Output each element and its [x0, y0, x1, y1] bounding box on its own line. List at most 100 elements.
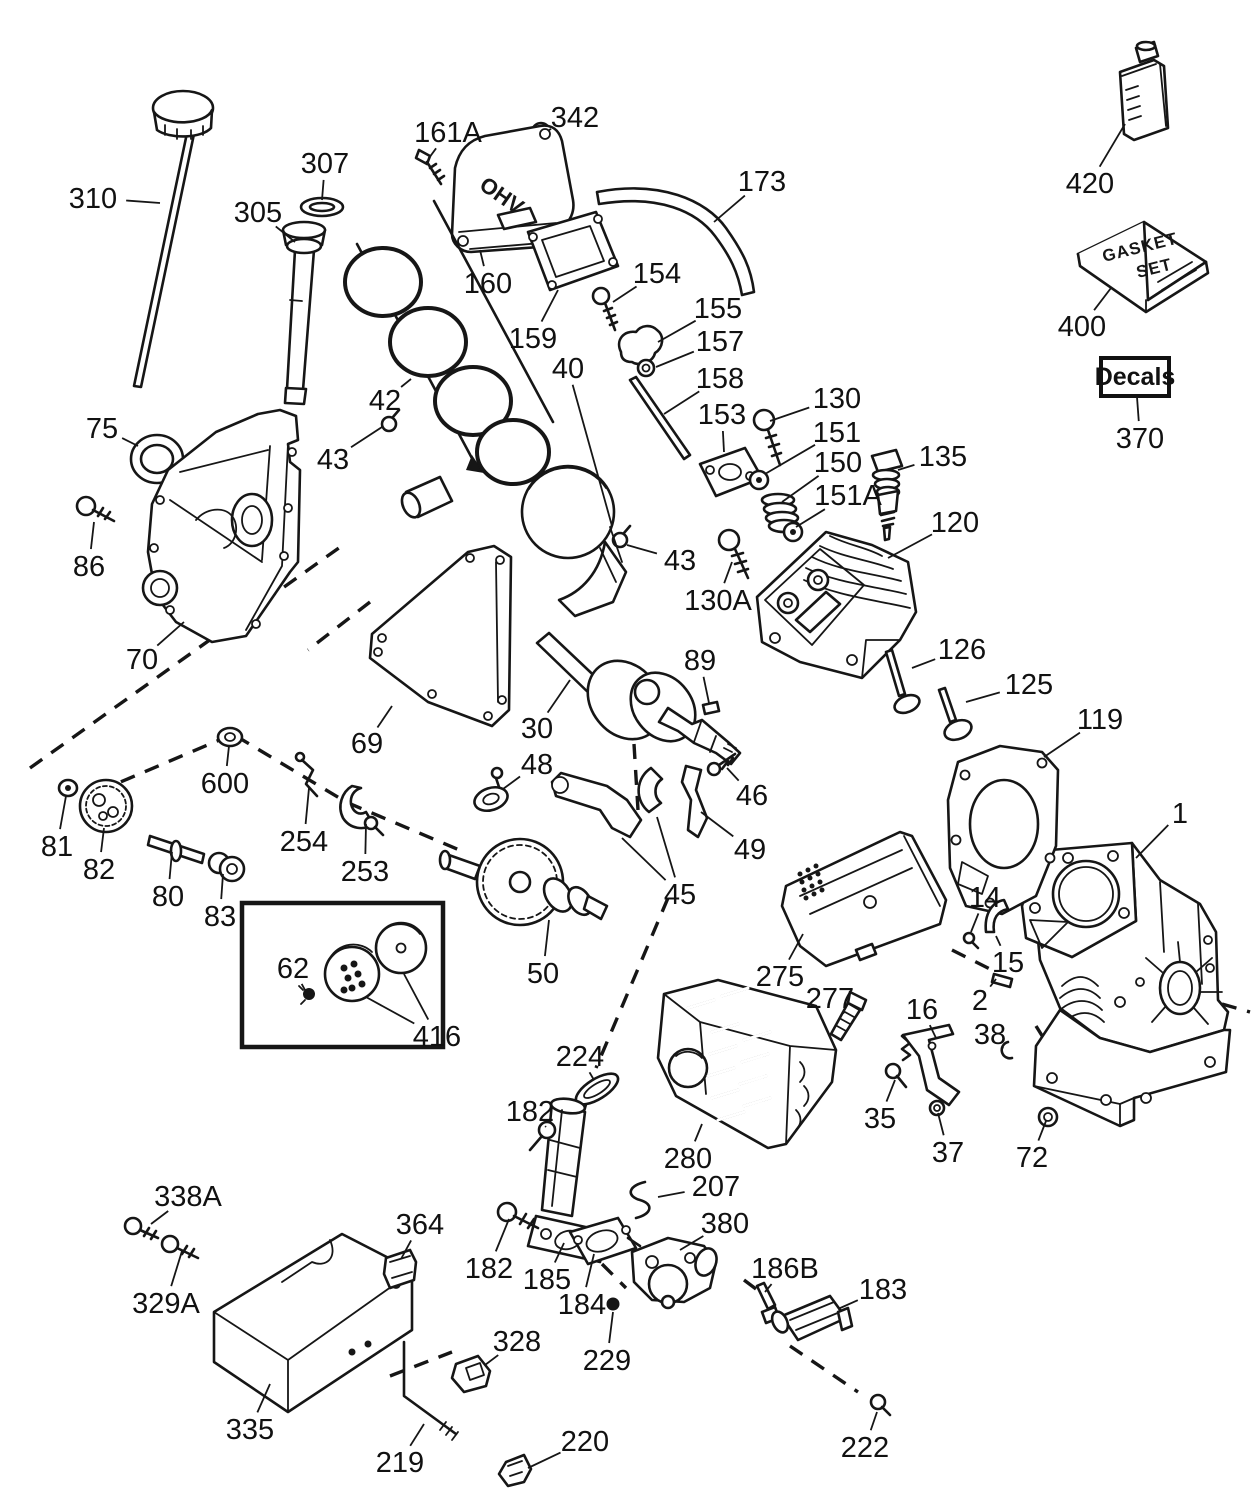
crankshaft-key-89 — [701, 700, 721, 716]
part-label-62: 62 — [277, 953, 309, 985]
part-label-35: 35 — [864, 1103, 896, 1135]
part-label-40: 40 — [552, 353, 584, 385]
leader-line-125 — [965, 691, 1001, 703]
leader-line-338A — [150, 1210, 169, 1225]
leader-line-186B — [764, 1283, 773, 1293]
wrist-pin-drawing — [380, 408, 632, 549]
part-label-126: 126 — [938, 634, 986, 666]
leader-line-280 — [694, 1123, 703, 1142]
head-bolt-130A-drawing — [717, 528, 750, 580]
leader-line-16 — [928, 1024, 937, 1039]
leader-line-224 — [588, 1071, 595, 1081]
part-label-207: 207 — [692, 1171, 740, 1203]
part-label-342: 342 — [551, 102, 599, 134]
part-label-275: 275 — [756, 961, 804, 993]
leader-line-159 — [540, 289, 559, 322]
part-label-130A: 130A — [684, 585, 752, 617]
leader-line-135 — [897, 464, 915, 471]
part-label-72: 72 — [1016, 1142, 1048, 1174]
part-label-328: 328 — [493, 1326, 541, 1358]
heat-shield-box-drawing — [123, 1216, 418, 1414]
leader-line-42 — [400, 378, 412, 388]
screw-277-drawing — [829, 990, 868, 1042]
leader-line-35 — [885, 1079, 896, 1102]
leader-line-119 — [1043, 731, 1081, 758]
part-label-280: 280 — [664, 1143, 712, 1175]
part-label-182: 182 — [506, 1096, 554, 1128]
part-label-15: 15 — [992, 947, 1024, 979]
part-label-183: 183 — [859, 1274, 907, 1306]
leader-line-161A — [428, 147, 437, 159]
part-label-184: 184 — [558, 1289, 606, 1321]
part-label-173: 173 — [738, 166, 786, 198]
leader-line-45 — [656, 816, 676, 878]
crankshaft-drawing — [535, 631, 742, 766]
decals-item: Decals — [1095, 356, 1175, 398]
part-label-600: 600 — [201, 768, 249, 800]
part-label-119: 119 — [1077, 704, 1123, 736]
cylinder-hardware-drawing — [962, 898, 1014, 1060]
leader-line-173 — [713, 194, 746, 223]
leader-line-220 — [527, 1451, 561, 1469]
leader-line-50 — [544, 919, 550, 957]
screw-86-drawing — [75, 495, 116, 523]
valves-drawing — [884, 648, 973, 742]
leader-line-75 — [121, 437, 139, 447]
governor-spool-drawing — [473, 766, 509, 813]
piston-rings-drawing — [343, 199, 555, 486]
part-label-70: 70 — [126, 644, 158, 676]
leader-line-86 — [90, 521, 95, 550]
leader-line-184 — [585, 1253, 595, 1288]
part-label-307: 307 — [301, 148, 349, 180]
blower-housing-drawing — [656, 978, 838, 1150]
leader-line-151 — [764, 444, 816, 475]
part-label-89: 89 — [684, 645, 716, 677]
leader-line-229 — [608, 1311, 614, 1344]
part-label-158: 158 — [696, 363, 744, 395]
part-label-151A: 151A — [814, 480, 882, 512]
part-label-380: 380 — [701, 1208, 749, 1240]
crankcase-gasket-drawing — [368, 544, 513, 728]
part-label-364: 364 — [396, 1209, 444, 1241]
part-label-157: 157 — [696, 326, 744, 358]
part-label-75: 75 — [86, 413, 118, 445]
leader-line-420 — [1098, 123, 1126, 168]
part-label-83: 83 — [204, 901, 236, 933]
part-label-222: 222 — [841, 1432, 889, 1464]
part-label-335: 335 — [226, 1414, 274, 1446]
leader-line-328 — [484, 1354, 499, 1366]
leader-line-254 — [304, 787, 310, 825]
leader-line-416 — [403, 973, 430, 1021]
part-label-338A: 338A — [154, 1181, 222, 1213]
part-label-80: 80 — [152, 881, 184, 913]
leader-line-158 — [663, 390, 700, 415]
leader-line-43 — [350, 426, 383, 448]
leader-line-130A — [723, 561, 733, 584]
part-label-219: 219 — [376, 1447, 424, 1479]
leader-line-2 — [989, 978, 997, 988]
breather-gasket-drawing — [526, 210, 620, 292]
part-label-50: 50 — [527, 958, 559, 990]
governor-lever-drawing — [884, 1023, 1059, 1128]
leader-line-307 — [321, 179, 325, 201]
part-label-82: 82 — [83, 854, 115, 886]
part-label-125: 125 — [1005, 669, 1053, 701]
part-label-81: 81 — [41, 831, 73, 863]
muffler-drawing — [780, 830, 948, 968]
leader-line-335 — [256, 1383, 271, 1413]
leader-line-380 — [679, 1235, 704, 1251]
part-label-135: 135 — [919, 441, 967, 473]
part-label-220: 220 — [561, 1426, 609, 1458]
part-label-37: 37 — [932, 1137, 964, 1169]
leader-line-30 — [546, 679, 571, 714]
part-label-400: 400 — [1058, 311, 1106, 343]
piston-drawing — [520, 464, 628, 618]
dipstick-drawing — [132, 89, 215, 389]
part-label-182: 182 — [465, 1253, 513, 1285]
part-label-150: 150 — [814, 447, 862, 479]
part-label-305: 305 — [234, 197, 282, 229]
leader-line-277 — [842, 1011, 845, 1014]
part-label-254: 254 — [280, 826, 328, 858]
part-label-155: 155 — [694, 293, 742, 325]
part-label-1: 1 — [1172, 798, 1188, 830]
